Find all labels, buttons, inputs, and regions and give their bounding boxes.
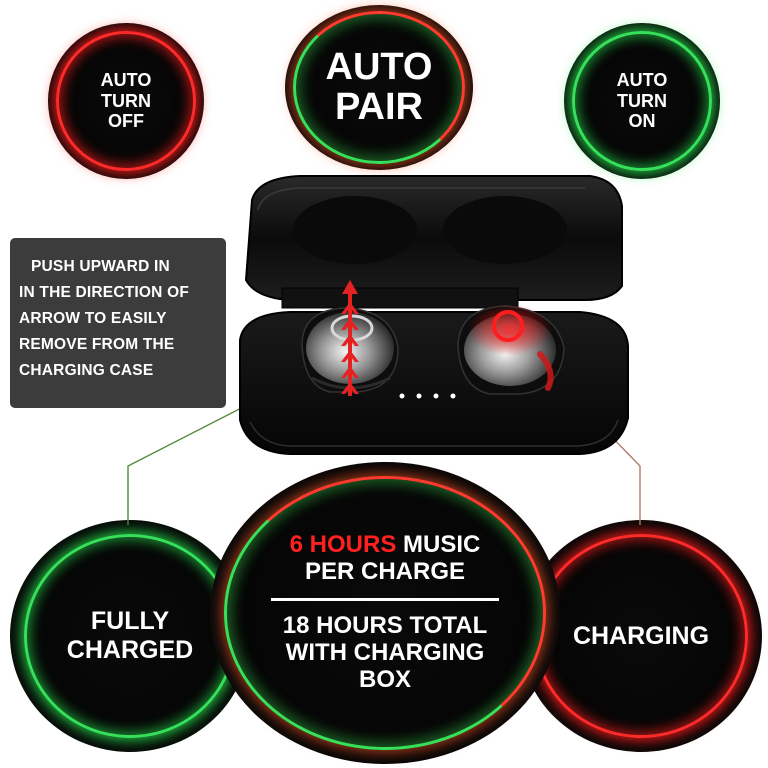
auto-turn-off-label: AUTO TURN OFF [100, 69, 152, 132]
battery-life-badge: 6 HOURS MUSIC PER CHARGE 18 HOURS TOTAL … [210, 462, 560, 764]
per-charge-line-2: PER CHARGE [304, 558, 466, 586]
callout-line: ARROW TO EASILY [19, 310, 167, 327]
remove-instruction-callout: PUSH UPWARD IN IN THE DIRECTION OF ARROW… [10, 238, 226, 408]
up-arrow-icon [341, 280, 359, 396]
callout-line: IN THE DIRECTION OF [19, 284, 189, 301]
charging-badge: CHARGING [520, 520, 762, 752]
total-line: WITH CHARGING [285, 638, 485, 666]
auto-turn-on-label: AUTO TURN ON [616, 69, 668, 132]
total-line: BOX [358, 665, 411, 693]
auto-turn-on-badge: AUTO TURN ON [564, 23, 720, 179]
charging-label: CHARGING [572, 621, 710, 650]
hours-highlight: 6 HOURS [289, 531, 397, 559]
right-earbud [457, 304, 565, 395]
callout-line: CHARGING CASE [19, 362, 154, 379]
callout-line: PUSH UPWARD IN [31, 258, 170, 275]
case-lid [244, 175, 623, 301]
total-line: 18 HOURS TOTAL [282, 612, 488, 640]
per-charge-line: 6 HOURS MUSIC [289, 531, 481, 559]
case-hinge [281, 287, 519, 309]
callout-line: REMOVE FROM THE [19, 336, 175, 353]
divider [271, 598, 499, 602]
battery-life-text: 6 HOURS MUSIC PER CHARGE 18 HOURS TOTAL … [271, 531, 499, 693]
auto-pair-label: AUTO PAIR [325, 45, 433, 128]
indicator-leds-icon [399, 393, 456, 399]
fully-charged-label: FULLY CHARGED [66, 607, 194, 664]
case-base [239, 311, 629, 455]
